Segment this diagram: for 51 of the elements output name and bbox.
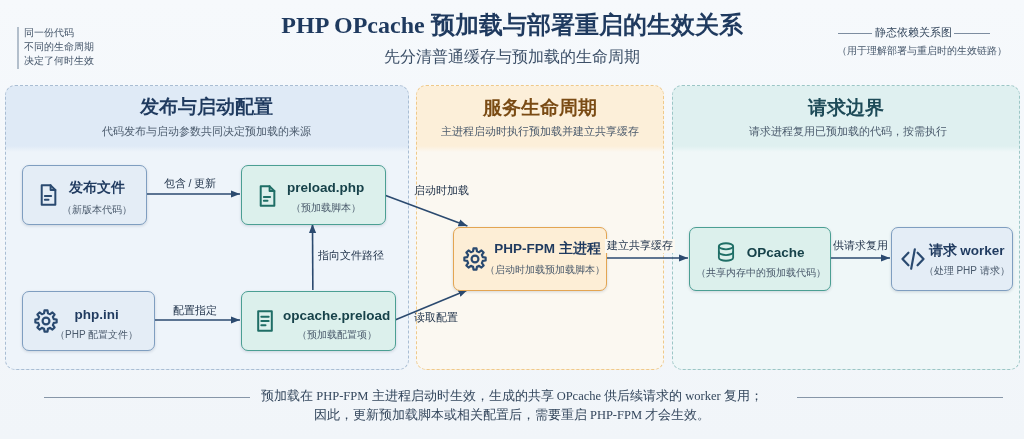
- node-title: OPcache: [746, 244, 805, 260]
- process-box: [453, 227, 607, 291]
- process-box: [22, 165, 147, 225]
- side-note: 不同的生命周期: [24, 40, 94, 54]
- node-subtitle: （PHP 配置文件）: [55, 327, 139, 342]
- arrow: [605, 254, 689, 262]
- note: （用于理解部署与重启时的生效链路）: [837, 44, 1007, 58]
- panel-heading: 请求边界: [807, 95, 884, 120]
- panel: [5, 85, 409, 370]
- panel-subtitle: 请求进程复用已预加载的代码，按需执行: [748, 123, 947, 139]
- subtitle: 先分清普通缓存与预加载的生命周期: [384, 46, 640, 67]
- edge-label: 启动时加载: [412, 184, 470, 198]
- node-title: PHP-FPM 主进程: [494, 239, 601, 258]
- process-box: [241, 291, 396, 351]
- side-note: 同一份代码: [24, 26, 74, 40]
- panel-heading: 发布与启动配置: [140, 94, 274, 119]
- edge-label: 指向文件路径: [317, 249, 385, 263]
- panel-subtitle: 代码发布与启动参数共同决定预加载的来源: [102, 123, 312, 139]
- node-subtitle: （预加载配置项）: [296, 327, 377, 342]
- node-title: 发布文件: [68, 178, 125, 197]
- node-subtitle: （处理 PHP 请求）: [923, 263, 1010, 278]
- panel-heading: 服务生命周期: [482, 95, 597, 120]
- node-title: 请求 worker: [928, 241, 1005, 260]
- process-box: [891, 227, 1013, 291]
- node-subtitle: （预加载脚本）: [290, 200, 361, 215]
- title: PHP OPcache 预加载与部署重启的生效关系: [281, 11, 743, 40]
- node-subtitle: （新版本代码）: [61, 202, 132, 217]
- node-subtitle: （共享内存中的预加载代码）: [695, 265, 826, 280]
- arrow: [145, 190, 241, 198]
- caption: 预加载在 PHP-FPM 主进程启动时生效，生成的共享 OPcache 供后续请求的 worker 复用；因此，更新预加载脚本或相关配置后，需要重启 PHP-FPM 才会生效。: [260, 388, 764, 424]
- process-box: [241, 165, 386, 225]
- node-title: preload.php: [286, 179, 365, 195]
- arrow: [153, 316, 241, 324]
- process-box: [689, 227, 831, 291]
- process-box: [22, 291, 155, 351]
- panel-subtitle: 主进程启动时执行预加载并建立共享缓存: [440, 123, 639, 139]
- node-subtitle: （启动时加载预加载脚本）: [484, 262, 605, 277]
- arrow: [308, 223, 317, 291]
- edge-label: 包含 / 更新: [162, 177, 218, 191]
- edge-label: 配置指定: [172, 304, 218, 318]
- panel: [416, 85, 664, 370]
- arrow: [384, 194, 469, 227]
- node-title: php.ini: [74, 306, 119, 322]
- edge-label: 建立共享缓存: [605, 239, 675, 253]
- edge-label: 读取配置: [413, 311, 459, 325]
- edge-label: 供请求复用: [831, 239, 889, 253]
- panel: [672, 85, 1020, 370]
- node-title: opcache.preload: [282, 307, 391, 323]
- side-note: 决定了何时生效: [24, 54, 94, 68]
- note-heading: 静态依赖关系图: [874, 26, 952, 40]
- arrow: [829, 254, 891, 262]
